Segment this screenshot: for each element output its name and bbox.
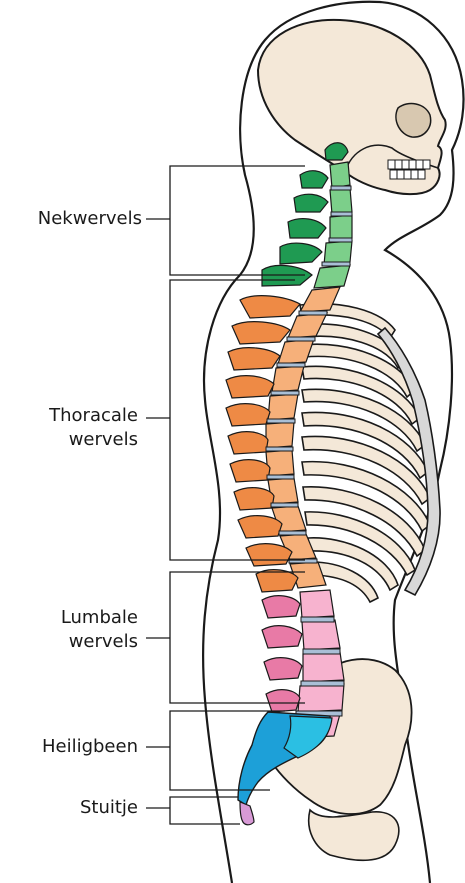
label-thoracic: Thoracale wervels (49, 404, 138, 452)
ribcage (300, 304, 430, 602)
label-thoracic-line2: wervels (49, 428, 138, 452)
teeth (388, 160, 430, 179)
label-cervical-text: Nekwervels (38, 207, 142, 231)
label-sacrum: Heiligbeen (42, 735, 138, 759)
label-lumbar-line2: wervels (61, 630, 138, 654)
pubis (309, 810, 399, 860)
bracket-coccyx (170, 797, 240, 824)
coccyx (240, 802, 254, 825)
label-lumbar-line1: Lumbale (61, 606, 138, 630)
label-coccyx-text: Stuitje (80, 796, 138, 820)
label-sacrum-text: Heiligbeen (42, 735, 138, 759)
label-coccyx: Stuitje (80, 796, 138, 820)
label-thoracic-line1: Thoracale (49, 404, 138, 428)
label-lumbar: Lumbale wervels (61, 606, 138, 654)
label-cervical: Nekwervels (38, 207, 142, 231)
lumbar-processes (262, 596, 302, 712)
